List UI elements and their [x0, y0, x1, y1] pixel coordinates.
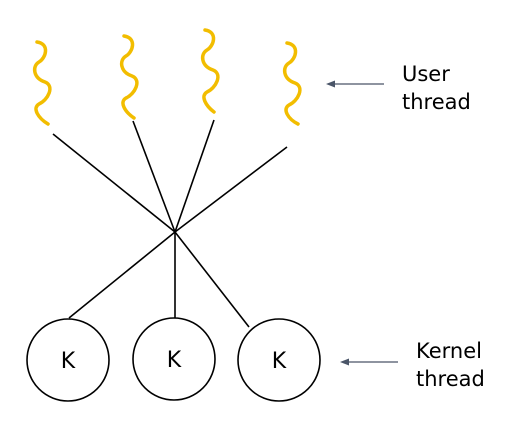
- line-kernel-1: [68, 231, 176, 319]
- user-thread-2: [119, 34, 139, 120]
- line-user-2: [132, 120, 176, 233]
- user-thread-label: User thread: [402, 60, 471, 116]
- kernel-thread-3: K: [237, 318, 321, 402]
- kernel-thread-arrow: [340, 358, 398, 366]
- kernel-thread-caption-line1: Kernel: [416, 339, 482, 363]
- kernel-thread-label: K: [272, 349, 287, 374]
- mapping-lines: [52, 119, 288, 328]
- line-user-4: [174, 146, 288, 233]
- kernel-thread-label: K: [167, 348, 182, 373]
- kernel-thread-2: K: [132, 317, 216, 401]
- user-thread-3: [200, 28, 220, 114]
- user-thread-4: [282, 41, 302, 126]
- line-user-3: [174, 119, 215, 233]
- kernel-threads: K K K: [26, 317, 321, 402]
- arrows: [326, 80, 398, 366]
- line-kernel-3: [174, 231, 250, 328]
- user-thread-label-line2: thread: [402, 90, 471, 114]
- line-user-1: [52, 133, 176, 233]
- kernel-thread-1: K: [26, 318, 110, 402]
- kernel-thread-caption: Kernel thread: [416, 337, 485, 393]
- user-thread-1: [32, 40, 52, 126]
- user-threads: [32, 28, 302, 126]
- user-thread-arrow: [326, 80, 384, 88]
- kernel-thread-caption-line2: thread: [416, 367, 485, 391]
- user-thread-label-line1: User: [402, 62, 450, 86]
- kernel-thread-label: K: [61, 349, 76, 374]
